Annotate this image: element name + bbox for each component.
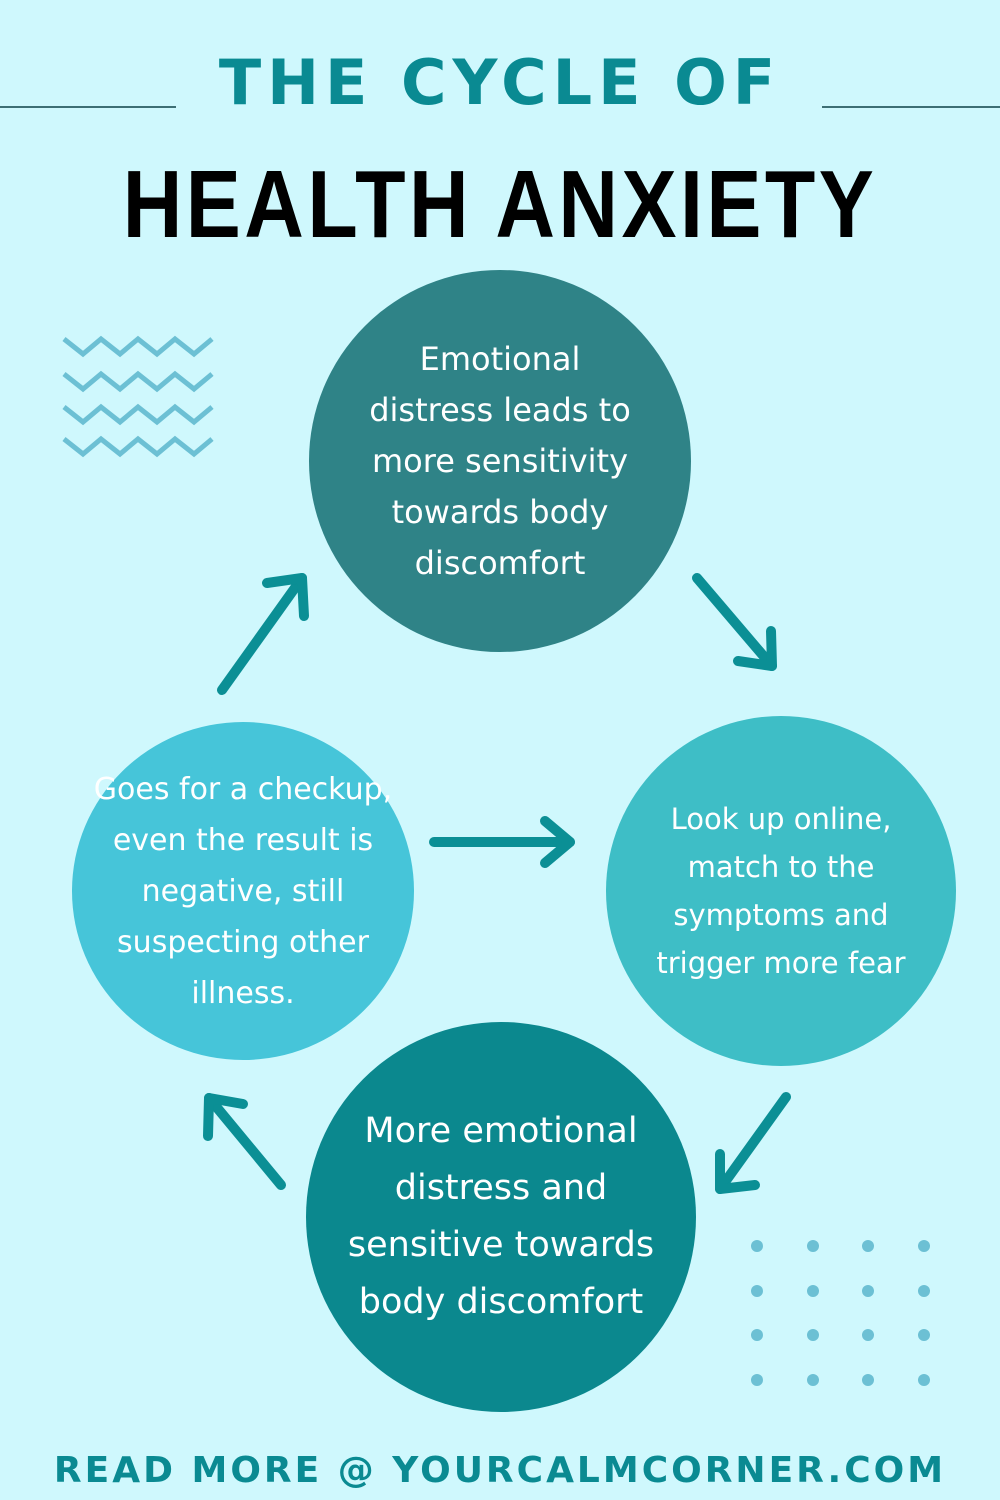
footer-read-more-link[interactable]: READ MORE @ YOURCALMCORNER.COM [53,1450,947,1491]
title-top: THE CYCLE OF [218,46,782,119]
cycle-step-text: Emotional distress leads to more sensiti… [369,339,631,582]
arrow-left-to-right [429,816,575,868]
arrow-top-to-right [692,573,777,671]
zigzag-line-4 [62,435,214,458]
cycle-step-more-distress: More emotional distress and sensitive to… [306,1022,696,1412]
cycle-step-text: More emotional distress and sensitive to… [347,1111,655,1322]
zigzag-line-2 [62,370,214,393]
zigzag-decoration [62,335,214,458]
cycle-step-look-up-online: Look up online, match to the symptoms an… [606,716,956,1066]
cycle-step-text: Look up online, match to the symptoms an… [656,802,906,980]
zigzag-line-1 [62,335,214,358]
cycle-step-checkup: Goes for a checkup, even the result is n… [72,722,414,1060]
title-main: HEALTH ANXIETY [122,151,878,258]
dot-grid-decoration [751,1240,930,1386]
cycle-step-text: Goes for a checkup, even the result is n… [93,771,393,1011]
zigzag-line-3 [62,403,214,426]
title-rule-left [0,106,176,108]
title-rule-right [822,106,1000,108]
arrow-bottom-to-left [203,1093,286,1190]
arrow-right-to-bottom [715,1092,791,1194]
arrow-left-to-top [217,573,309,695]
cycle-step-emotional-distress: Emotional distress leads to more sensiti… [309,270,691,652]
